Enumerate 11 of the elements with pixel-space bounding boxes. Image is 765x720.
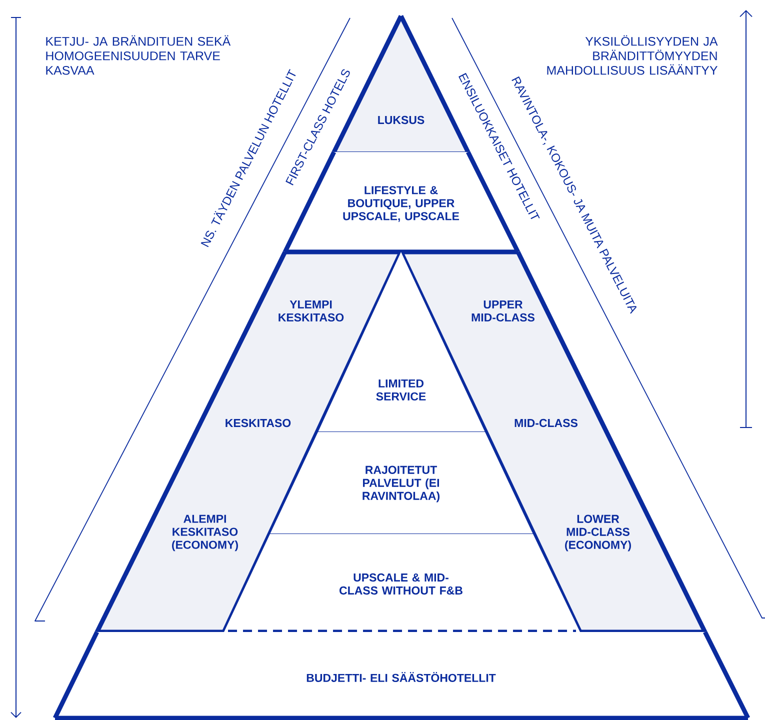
node-label: BUDJETTI- ELI SÄÄSTÖHOTELLIT <box>306 672 496 682</box>
band-label: KESKITASO <box>226 418 291 428</box>
node-label: LIMITED SERVICE <box>376 380 426 401</box>
note-text: YKSILÖLLISYYDEN JA BRÄNDITTÖMYYDEN MAHDOLLISUUS LISÄÄNTYY <box>547 35 718 75</box>
node-label: RAJOITETUT PALVELUT (EI RAVINTOLAA) <box>362 466 440 502</box>
node-label: UPSCALE & MID-CLASS WITHOUT F&B <box>340 573 462 595</box>
band-label: MID-CLASS <box>514 418 578 428</box>
pyramid-segment: BUDJETTI- ELI SÄÄSTÖHOTELLIT <box>52 631 750 720</box>
node-label: LIFESTYLE & BOUTIQUE, UPPER UPSCALE, UPSCALE <box>343 186 460 222</box>
pyramid-segment: RAJOITETUT PALVELUT (EI RAVINTOLAA) <box>270 432 534 534</box>
note-text: KETJU- JA BRÄNDITUEN SEKÄ HOMOGEENISUUDEN TARVE KASVAA <box>46 35 231 75</box>
